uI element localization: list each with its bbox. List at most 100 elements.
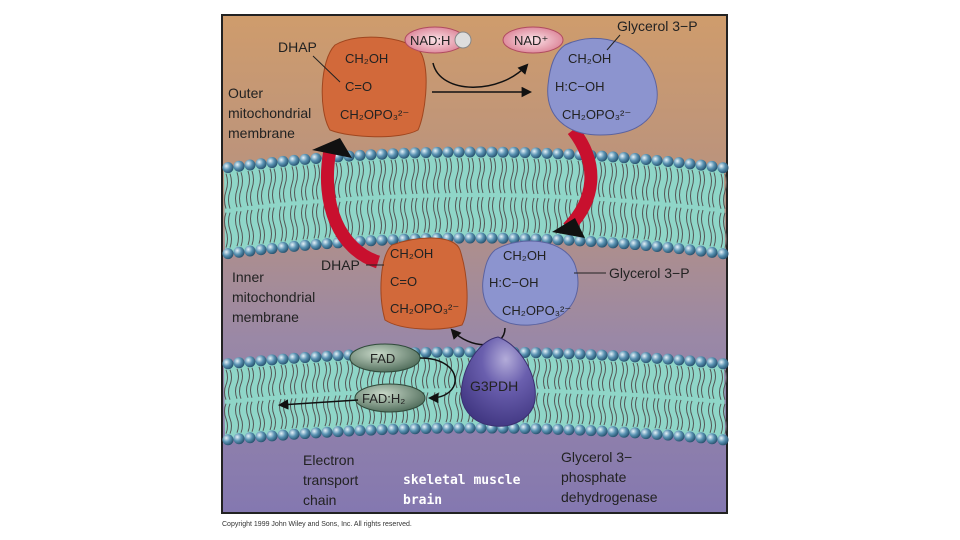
lipid-tail	[411, 158, 419, 195]
phospholipid-head	[662, 156, 674, 168]
lipid-tail	[576, 393, 584, 425]
lipid-tail	[554, 359, 562, 390]
phospholipid-head	[552, 347, 564, 359]
phospholipid-head	[607, 237, 619, 249]
phospholipid-head	[222, 358, 234, 370]
etc-label-3: chain	[303, 492, 336, 508]
phospholipid-head	[607, 151, 619, 163]
phospholipid-head	[618, 152, 630, 164]
lipid-tail	[708, 402, 716, 433]
phospholipid-head	[552, 423, 564, 435]
lipid-tail	[411, 197, 419, 234]
nad-plus-ellipse	[502, 26, 564, 54]
lipid-tail	[466, 196, 474, 233]
phospholipid-head	[640, 153, 652, 165]
phospholipid-head	[266, 243, 278, 255]
phospholipid-head	[277, 241, 289, 253]
lipid-tail	[455, 391, 463, 423]
lipid-tail	[279, 364, 287, 396]
phospholipid-head	[695, 432, 707, 444]
phospholipid-head	[530, 347, 542, 359]
phospholipid-head	[332, 350, 344, 362]
phospholipid-head	[288, 352, 300, 364]
dhap-inner-line-3: CH₂OPO₃²⁻	[390, 301, 459, 316]
phospholipid-head	[321, 426, 333, 438]
lipid-tail	[312, 164, 320, 200]
lipid-tail	[345, 161, 353, 198]
lipid-tail	[642, 204, 650, 240]
phospholipid-head	[310, 427, 322, 439]
lipid-tail	[598, 360, 606, 392]
phospholipid-head	[673, 157, 685, 169]
phospholipid-head	[618, 426, 630, 438]
lipid-tail	[279, 206, 287, 242]
lipid-tail	[653, 398, 661, 429]
lipid-tail	[389, 159, 397, 195]
phospholipid-head	[508, 232, 520, 244]
phospholipid-head	[563, 424, 575, 436]
dhap-leader-line	[312, 55, 341, 83]
glycerol3p-outer-molecule	[547, 37, 658, 136]
lipid-tail	[301, 204, 309, 240]
phospholipid-head	[398, 423, 410, 435]
dhap-inner-molecule	[380, 237, 468, 330]
lipid-tail	[532, 158, 540, 195]
lipid-tail	[224, 403, 232, 434]
lipid-tail	[554, 159, 562, 195]
phospholipid-head	[651, 240, 663, 252]
lipid-tail	[224, 173, 232, 209]
phospholipid-head	[574, 424, 586, 436]
phospholipid-head	[288, 154, 300, 166]
phospholipid-head	[673, 354, 685, 366]
phospholipid-head	[508, 422, 520, 434]
phospholipid-head	[233, 433, 245, 445]
lipid-tail	[433, 197, 441, 233]
phospholipid-head	[706, 433, 718, 445]
phospholipid-head	[464, 146, 476, 158]
lipid-tail	[389, 198, 397, 234]
lipid-tail	[422, 197, 430, 233]
lipid-tail	[323, 396, 331, 427]
dhap-outer-molecule	[321, 36, 427, 138]
g3pdh-label: G3PDH	[470, 378, 518, 394]
lipid-tail	[378, 199, 386, 235]
annotation-brain: brain	[403, 493, 442, 508]
phospholipid-head	[299, 153, 311, 165]
lipid-tail	[246, 170, 254, 207]
phospholipid-head	[233, 357, 245, 369]
lipid-tail	[609, 162, 617, 199]
phospholipid-head	[684, 158, 696, 170]
phospholipid-head	[717, 162, 729, 174]
lipid-tail	[455, 157, 463, 194]
phospholipid-head	[717, 434, 729, 446]
outer-membrane-core	[224, 152, 725, 254]
lipid-tail	[609, 395, 617, 426]
phospholipid-head	[431, 422, 443, 434]
phospholipid-head	[706, 246, 718, 258]
phospholipid-head	[486, 232, 498, 244]
phospholipid-head	[365, 424, 377, 436]
lipid-tail	[587, 394, 595, 425]
phospholipid-head	[409, 147, 421, 159]
phospholipid-head	[563, 348, 575, 360]
dhap-line-2: C=O	[345, 79, 372, 94]
lipid-tail	[642, 363, 650, 394]
lipid-tail	[290, 205, 298, 241]
phospholipid-head	[541, 423, 553, 435]
phospholipid-head	[266, 354, 278, 366]
hydrogen-atom-icon	[454, 31, 472, 49]
lipid-tail	[719, 369, 727, 400]
phospholipid-head	[233, 246, 245, 258]
lipid-tail	[686, 366, 694, 398]
phospholipid-head	[464, 422, 476, 434]
lipid-tail	[422, 358, 430, 389]
phospholipid-head	[651, 352, 663, 364]
phospholipid-head	[409, 423, 421, 435]
phospholipid-head	[299, 239, 311, 251]
fad-reduction-arrow	[419, 357, 456, 404]
phospholipid-head	[453, 422, 465, 434]
lipid-tail	[719, 212, 727, 248]
phospholipid-head	[288, 428, 300, 440]
phospholipid-head	[475, 232, 487, 244]
lipid-tail	[345, 200, 353, 237]
